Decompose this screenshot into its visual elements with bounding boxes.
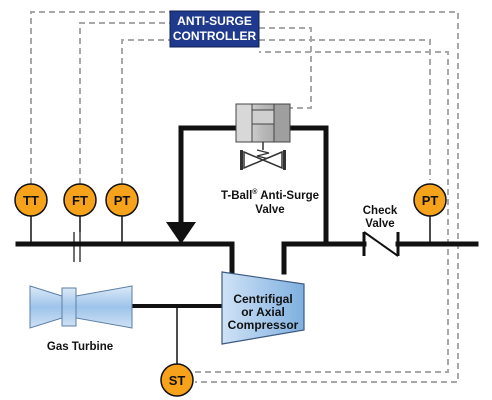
process-piping — [15, 125, 479, 364]
recycle-line-return — [178, 125, 239, 225]
instrument-st: ST — [160, 363, 194, 397]
gas-turbine — [29, 285, 133, 329]
instrument-tt: TT — [14, 183, 48, 217]
instrument-ft-label: FT — [72, 193, 88, 208]
compressor: Centrifigal or Axial Compressor — [221, 271, 305, 345]
check-valve — [362, 231, 400, 257]
instrument-pt-outlet: PT — [413, 183, 447, 217]
instrument-pt-outlet-label: PT — [422, 193, 439, 208]
signal-lines — [30, 11, 459, 383]
instrument-ft: FT — [63, 183, 97, 217]
controller-label-line1: ANTI-SURGE — [177, 14, 252, 28]
signal-line-tt — [30, 11, 459, 383]
instrument-pt-inlet: PT — [105, 183, 139, 217]
valve-body-icon — [243, 150, 283, 170]
instrument-st-label: ST — [169, 373, 186, 388]
instrument-pt-inlet-label: PT — [114, 193, 131, 208]
controller-label-line2: CONTROLLER — [173, 29, 257, 43]
signal-line-pt-inlet — [121, 39, 170, 184]
compressor-label-line2: or Axial — [241, 305, 285, 319]
compressor-label-line1: Centrifigal — [233, 292, 292, 306]
signal-line-ft — [79, 22, 170, 184]
recycle-arrow-icon — [166, 222, 196, 244]
check-valve-label-line1: Check — [363, 205, 398, 217]
t-ball-anti-surge-valve — [235, 103, 291, 170]
recycle-line — [287, 125, 329, 247]
instrument-tt-label: TT — [23, 193, 39, 208]
instrument-stems — [30, 214, 431, 244]
signal-line-pt-outlet — [259, 39, 431, 180]
gas-turbine-label: Gas Turbine — [47, 341, 113, 353]
anti-surge-controller: ANTI-SURGE CONTROLLER — [169, 10, 260, 48]
valve-label-line2: Valve — [255, 204, 284, 216]
check-valve-label-line2: Valve — [365, 218, 394, 230]
signal-line-actuator — [259, 27, 312, 109]
compressor-label-line3: Compressor — [228, 318, 299, 332]
valve-label-line1: T-Ball® Anti-Surge — [221, 188, 319, 202]
signal-line-st — [195, 51, 449, 373]
flow-element — [73, 232, 81, 262]
spring-icon — [256, 149, 270, 160]
